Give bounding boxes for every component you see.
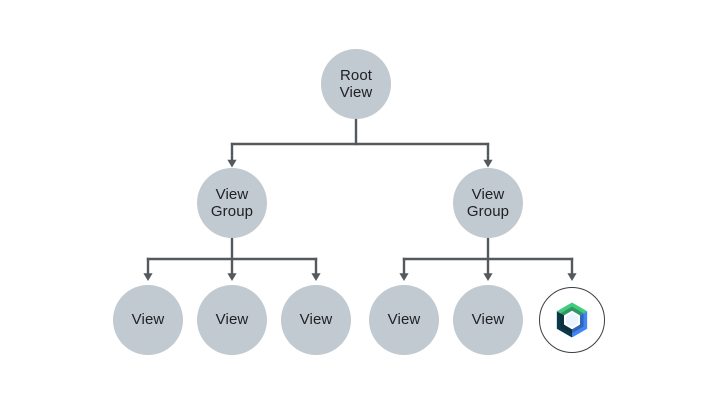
arrowheads bbox=[143, 159, 577, 281]
node-view-right-2: View bbox=[453, 285, 523, 355]
node-label: View bbox=[471, 311, 505, 329]
node-label: View bbox=[131, 311, 165, 329]
node-view-group-right: View Group bbox=[453, 168, 523, 238]
node-label: Root View bbox=[339, 66, 373, 101]
node-label: View bbox=[387, 311, 421, 329]
node-label: View bbox=[215, 311, 249, 329]
node-compose bbox=[539, 287, 605, 353]
arrow-down-icon bbox=[567, 273, 577, 281]
node-label: View Group bbox=[210, 185, 254, 220]
node-label: View bbox=[299, 311, 333, 329]
arrow-down-icon bbox=[311, 273, 321, 281]
arrow-down-icon bbox=[227, 273, 237, 281]
node-view-group-left: View Group bbox=[197, 168, 267, 238]
arrow-down-icon bbox=[227, 159, 237, 168]
node-view-left-2: View bbox=[197, 285, 267, 355]
node-view-left-1: View bbox=[113, 285, 183, 355]
node-view-left-3: View bbox=[281, 285, 351, 355]
jetpack-compose-logo-icon bbox=[556, 302, 588, 338]
arrow-down-icon bbox=[483, 273, 493, 281]
arrow-down-icon bbox=[143, 273, 153, 281]
arrow-down-icon bbox=[399, 273, 409, 281]
node-label: View Group bbox=[466, 185, 510, 220]
arrow-down-icon bbox=[483, 159, 493, 168]
node-view-right-1: View bbox=[369, 285, 439, 355]
node-root-view: Root View bbox=[321, 49, 391, 119]
